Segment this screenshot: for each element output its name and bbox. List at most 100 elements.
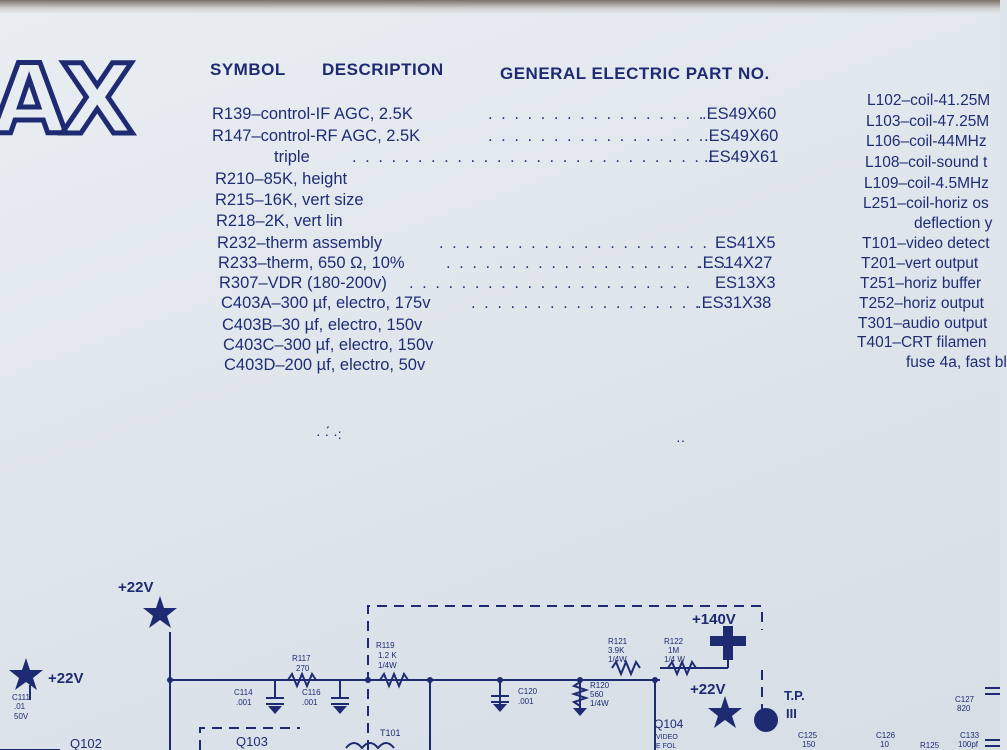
right-column-item: T301–audio output	[858, 315, 988, 332]
part-number: ES13X3	[715, 274, 776, 292]
header-description: DESCRIPTION	[322, 60, 444, 79]
parts-row: R147–control-RF AGC, 2.5K . . . . . . . …	[212, 127, 792, 147]
parts-row: R139–control-IF AGC, 2.5K . . . . . . . …	[212, 105, 792, 125]
junction-dot	[577, 677, 583, 683]
label-c127-value: 820	[957, 704, 971, 713]
parts-row: C403B–30 µf, electro, 150v	[222, 316, 622, 336]
label-r117: R117	[292, 654, 311, 663]
right-column-item: L251–coil-horiz os	[863, 195, 989, 212]
parts-row: R210–85K, height	[215, 170, 615, 190]
resistor-r119	[379, 671, 409, 689]
label-r120-value: 560	[590, 690, 604, 699]
label-r122: R122	[664, 637, 684, 646]
part-description: R233–therm, 650 Ω, 10%	[218, 254, 405, 272]
leader-dots: . . . . . . . . . . . . . . . . . . . . …	[439, 234, 736, 252]
label-r119-value: 1.2 K	[378, 651, 397, 660]
label-c127: C127	[955, 695, 975, 704]
plus-terminal-icon	[723, 626, 733, 660]
junction-dot	[652, 677, 658, 683]
leader-dots: . . . . . . . . . . . . . . . . . . . . …	[352, 148, 715, 166]
ground-icon	[268, 706, 282, 714]
label-c116-value: .001	[302, 698, 318, 707]
resistor-r121	[611, 659, 641, 677]
leader-dots: . . . . . . . . . . . . . . . . .	[488, 105, 706, 123]
part-description: R147–control-RF AGC, 2.5K	[212, 127, 421, 145]
right-column-item: L108–coil-sound t	[865, 154, 988, 171]
label-c111-value: .01	[14, 702, 26, 711]
right-column-item: L106–coil-44MHz	[866, 133, 987, 150]
label-c133-value: 100pf	[958, 740, 979, 749]
parts-row: R218–2K, vert lin	[216, 212, 616, 232]
label-c120: C120	[518, 687, 538, 696]
leader-dots: . . . . . . . . . . . . . . . . . . . . …	[446, 254, 730, 272]
supply-star-icon	[143, 596, 177, 628]
part-number: ES41X5	[715, 234, 776, 252]
label-c116: C116	[302, 688, 321, 697]
label-q104: Q104	[654, 717, 684, 731]
ground-icon	[333, 706, 347, 714]
transformer-t101	[345, 742, 395, 750]
label-v140: +140V	[692, 611, 736, 628]
part-description: C403A–300 µf, electro, 175v	[221, 294, 431, 312]
header-part-number: GENERAL ELECTRIC PART NO.	[500, 64, 770, 83]
label-c133: C133	[960, 731, 980, 740]
part-number: .ES49X60	[702, 105, 777, 123]
part-description: R139–control-IF AGC, 2.5K	[212, 105, 413, 123]
junction-dot	[167, 677, 173, 683]
label-c125: C125	[798, 731, 818, 740]
parts-row: C403A–300 µf, electro, 175v . . . . . . …	[221, 294, 801, 314]
resistor-r117	[287, 671, 317, 689]
label-q104-function: VIDEO	[656, 734, 678, 741]
label-c126-value: 10	[880, 740, 889, 749]
shield-outline	[199, 727, 300, 750]
resistor-r122	[667, 659, 697, 677]
label-r122-value: 1M	[668, 646, 679, 655]
label-tp-num: III	[786, 706, 797, 721]
label-q103: Q103	[236, 734, 268, 749]
ink-speck: ··	[676, 432, 686, 448]
right-column-item: T401–CRT filamen	[857, 334, 987, 351]
leader-dots: . . . . . . . . . . . . . . . . . . .	[471, 294, 715, 312]
ink-speck: · ·́ ·:	[316, 426, 342, 442]
label-r122-watt: 1/4 W	[664, 655, 685, 664]
parts-row: R215–16K, vert size	[215, 191, 615, 211]
label-r119-watt: 1/4W	[378, 661, 397, 670]
label-r117-value: 270	[296, 664, 310, 673]
part-description: R210–85K, height	[215, 170, 348, 188]
right-column-item: L102–coil-41.25M	[867, 92, 991, 109]
right-column-item: L109–coil-4.5MHz	[864, 175, 989, 192]
label-r121-watt: 1/4W	[608, 655, 627, 664]
parts-row: triple . . . . . . . . . . . . . . . . .…	[212, 148, 792, 168]
supply-star-icon	[9, 658, 43, 690]
right-column-item: L103–coil-47.25M	[866, 113, 990, 130]
ground-icon	[493, 704, 507, 712]
label-r121: R121	[608, 637, 628, 646]
label-c120-value: .001	[518, 697, 534, 706]
label-c111: C111	[12, 693, 30, 702]
part-description: R307–VDR (180-200v)	[219, 274, 387, 292]
part-description: C403C–300 µf, electro, 150v	[223, 336, 434, 354]
label-r119: R119	[376, 641, 395, 650]
part-description: triple	[274, 148, 310, 166]
label-c114-value: .001	[236, 698, 252, 707]
part-number: .ES14X27	[698, 254, 773, 272]
ground-icon	[573, 708, 587, 716]
label-q104-sub: E FOL	[656, 743, 676, 750]
label-r120-watt: 1/4W	[590, 699, 609, 708]
part-number: .ES31X38	[697, 294, 772, 312]
leader-dots: . . . . . . . . . . . . . . . . .	[488, 127, 706, 145]
parts-row: R233–therm, 650 Ω, 10% . . . . . . . . .…	[218, 254, 798, 274]
part-description: R232–therm assembly	[217, 234, 383, 252]
resistor-r120	[570, 681, 590, 707]
label-tp: T.P.	[784, 688, 805, 703]
label-c125-value: 150	[802, 740, 816, 749]
brand-logo-fragment: AX	[0, 44, 137, 156]
parts-row: C403C–300 µf, electro, 150v	[223, 336, 623, 356]
label-c111-voltage: 50V	[14, 712, 29, 721]
label-v22-small: +22V	[48, 670, 83, 687]
leader-dots: . . . . . . . . . . . . . . . . . . . . …	[409, 274, 693, 292]
label-t101: T101	[380, 728, 401, 738]
test-point-icon	[754, 708, 778, 732]
schematic-fragment: +22V +22V +22V +140V T.P. III C111 .01 5…	[0, 579, 1000, 750]
part-description: R218–2K, vert lin	[216, 212, 343, 230]
